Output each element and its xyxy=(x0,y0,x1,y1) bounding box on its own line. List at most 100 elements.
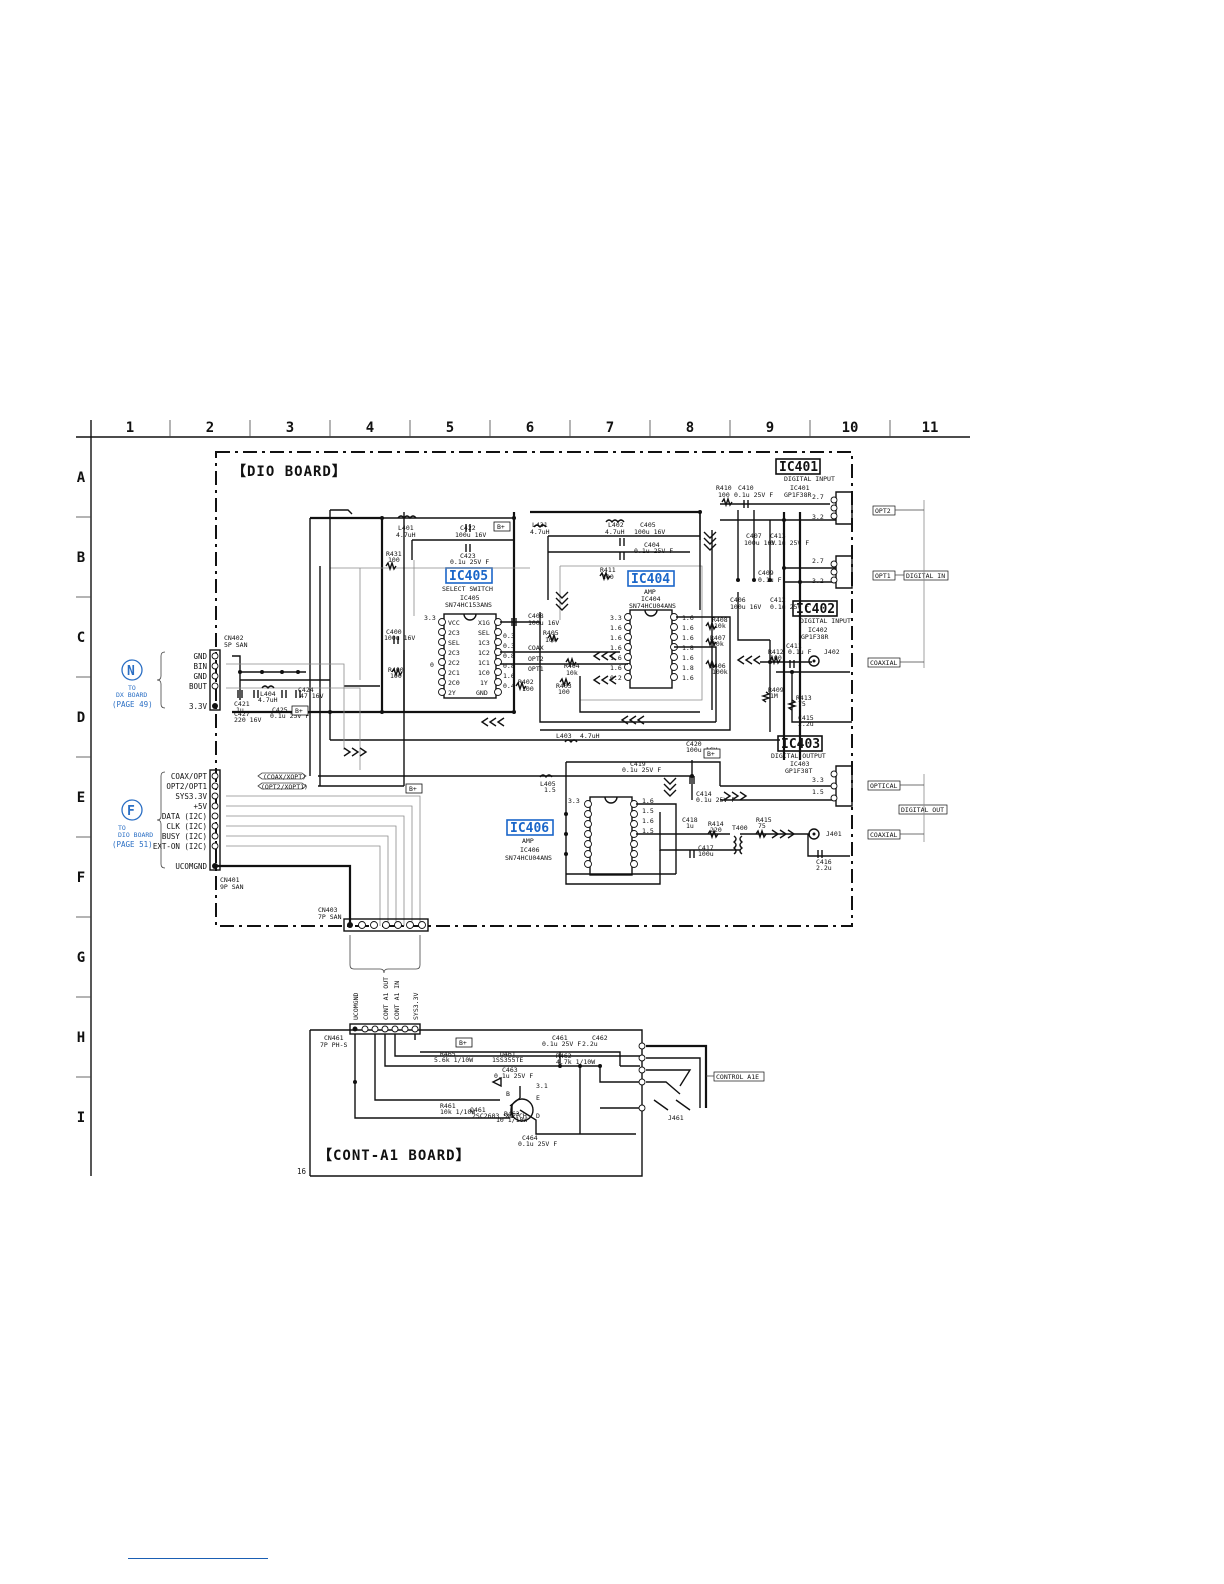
svg-text:R413: R413 xyxy=(796,694,812,702)
svg-text:1.6: 1.6 xyxy=(642,817,654,825)
svg-text:4.7uH: 4.7uH xyxy=(396,531,416,539)
svg-text:B+: B+ xyxy=(295,707,303,715)
svg-text:GP1F38R: GP1F38R xyxy=(784,491,811,499)
svg-text:SEL: SEL xyxy=(448,639,460,647)
svg-text:IC402: IC402 xyxy=(796,602,835,617)
svg-text:DATA (I2C): DATA (I2C) xyxy=(162,812,207,821)
svg-text:2C2: 2C2 xyxy=(448,659,460,667)
b-plus-tags: B+ B+ B+ B+ B+ xyxy=(291,521,721,1048)
svg-text:3.2: 3.2 xyxy=(812,577,824,585)
grid-row-e: E xyxy=(77,790,85,806)
svg-text:1SS355TE: 1SS355TE xyxy=(492,1056,523,1064)
svg-text:CN461: CN461 xyxy=(324,1034,344,1042)
svg-text:3.3: 3.3 xyxy=(424,614,436,622)
svg-text:IC403: IC403 xyxy=(790,760,810,768)
svg-text:4.7uH: 4.7uH xyxy=(530,528,550,536)
svg-text:C423: C423 xyxy=(460,552,476,560)
svg-text:X1G: X1G xyxy=(478,619,490,627)
svg-text:CN401: CN401 xyxy=(220,876,240,884)
svg-text:R461: R461 xyxy=(440,1102,456,1110)
svg-text:3.3V: 3.3V xyxy=(189,702,208,711)
svg-text:L401: L401 xyxy=(398,524,414,532)
svg-text:100u 16V: 100u 16V xyxy=(455,531,486,539)
svg-text:R403: R403 xyxy=(556,682,572,690)
svg-text:2C0: 2C0 xyxy=(448,679,460,687)
svg-text:2SC2603 SWITCH: 2SC2603 SWITCH xyxy=(472,1112,527,1120)
svg-text:1.5: 1.5 xyxy=(544,786,556,794)
dio-board-title: 【DIO BOARD】 xyxy=(232,464,347,480)
svg-text:R407: R407 xyxy=(710,634,726,642)
svg-text:1.6: 1.6 xyxy=(642,797,654,805)
ic404-body: 3.3 1.6 1.6 1.6 1.6 1.6 0.2 1.6 1.6 1.6 … xyxy=(610,609,694,689)
svg-text:0.1u F: 0.1u F xyxy=(758,576,782,584)
svg-text:SN74HCU04ANS: SN74HCU04ANS xyxy=(629,602,676,610)
ic406-label: IC406 AMP IC406 SN74HCU04ANS xyxy=(505,819,554,862)
svg-text:R415: R415 xyxy=(756,816,772,824)
grid-frame: 1 2 3 4 5 6 7 8 9 10 11 A B C D E F G H … xyxy=(76,420,970,1176)
svg-text:1C0: 1C0 xyxy=(478,669,490,677)
svg-text:0.1u 25V F: 0.1u 25V F xyxy=(270,712,309,720)
svg-text:5P SAN: 5P SAN xyxy=(224,641,248,649)
svg-text:0.1u 25V F: 0.1u 25V F xyxy=(450,558,489,566)
svg-text:C408: C408 xyxy=(528,612,544,620)
svg-text:0.8: 0.8 xyxy=(503,662,515,670)
svg-text:0.1u 25V F: 0.1u 25V F xyxy=(494,1072,533,1080)
svg-text:2C1: 2C1 xyxy=(448,669,460,677)
svg-text:1.6: 1.6 xyxy=(682,614,694,622)
svg-text:R412: R412 xyxy=(768,648,784,656)
grid-row-a: A xyxy=(77,470,86,486)
svg-text:C416: C416 xyxy=(816,858,832,866)
svg-text:R462: R462 xyxy=(556,1052,572,1060)
cn402-connector: CN402 5P SAN GND BIN GND BOUT 3.3V N TO … xyxy=(112,634,248,711)
svg-text:1Y: 1Y xyxy=(480,679,488,687)
svg-text:DIGITAL IN: DIGITAL IN xyxy=(906,572,945,580)
svg-text:R410: R410 xyxy=(716,484,732,492)
svg-text:CONTROL A1E: CONTROL A1E xyxy=(716,1073,759,1081)
svg-text:Q461: Q461 xyxy=(470,1106,486,1114)
svg-text:OPT1: OPT1 xyxy=(875,572,891,580)
ic406-body: 3.3 1.6 1.5 1.6 1.5 xyxy=(568,796,654,876)
component-symbols xyxy=(237,496,823,858)
svg-text:SN74HC153ANS: SN74HC153ANS xyxy=(445,601,492,609)
svg-text:BIN: BIN xyxy=(193,662,207,671)
grid-col-7: 7 xyxy=(606,420,614,436)
svg-text:10k: 10k xyxy=(545,636,557,644)
svg-text:B+: B+ xyxy=(409,785,417,793)
svg-text:1C2: 1C2 xyxy=(478,649,490,657)
grid-row-i: I xyxy=(77,1110,85,1126)
grid-row-b: B xyxy=(77,550,85,566)
wiring xyxy=(216,503,852,926)
svg-text:(PAGE 51): (PAGE 51) xyxy=(112,840,153,849)
svg-text:1.6: 1.6 xyxy=(610,654,622,662)
svg-text:E: E xyxy=(536,1094,540,1102)
svg-text:1.5: 1.5 xyxy=(642,827,654,835)
svg-text:1.8: 1.8 xyxy=(682,644,694,652)
svg-text:0.1u 25V F: 0.1u 25V F xyxy=(634,547,673,555)
svg-text:C463: C463 xyxy=(502,1066,518,1074)
svg-text:100k: 100k xyxy=(712,668,728,676)
svg-text:2.7: 2.7 xyxy=(812,493,824,501)
svg-text:OPT1: OPT1 xyxy=(528,665,544,673)
ic404-label: IC404 AMP IC404 SN74HCU04ANS xyxy=(627,570,676,610)
svg-text:0.1u F: 0.1u F xyxy=(788,648,812,656)
svg-text:OPT2: OPT2 xyxy=(875,507,891,515)
svg-text:R405: R405 xyxy=(543,629,559,637)
svg-text:0: 0 xyxy=(430,661,434,669)
svg-text:1.6: 1.6 xyxy=(503,672,515,680)
svg-text:10k 1/10W: 10k 1/10W xyxy=(440,1108,475,1116)
svg-text:R406: R406 xyxy=(710,662,726,670)
svg-text:100: 100 xyxy=(558,688,570,696)
grid-col-2: 2 xyxy=(206,420,214,436)
svg-text:DIGITAL INPUT: DIGITAL INPUT xyxy=(800,617,851,625)
svg-text:1.8: 1.8 xyxy=(682,664,694,672)
grid-col-6: 6 xyxy=(526,420,534,436)
grid-col-8: 8 xyxy=(686,420,694,436)
svg-text:CN403: CN403 xyxy=(318,906,338,914)
grid-row-c: C xyxy=(77,630,85,646)
svg-text:0.1u 25V F: 0.1u 25V F xyxy=(696,796,735,804)
svg-text:C406: C406 xyxy=(730,596,746,604)
grid-col-9: 9 xyxy=(766,420,774,436)
grid-col-11: 11 xyxy=(922,420,939,436)
svg-text:220: 220 xyxy=(710,826,722,834)
svg-text:C414: C414 xyxy=(696,790,712,798)
